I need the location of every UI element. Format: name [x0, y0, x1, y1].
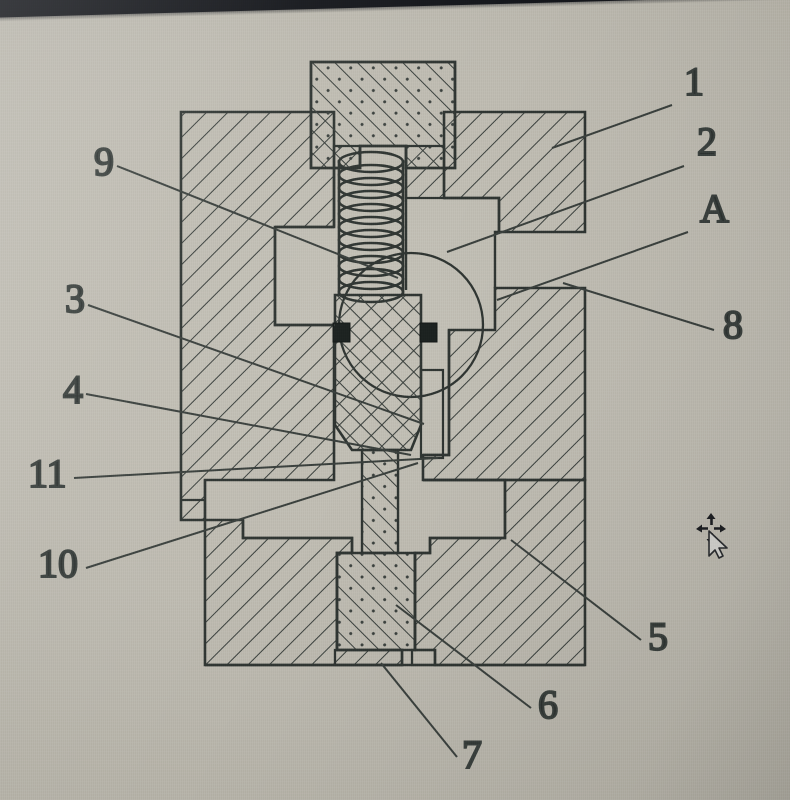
- plug-seal-left: [332, 322, 351, 343]
- valve-plug-core: [333, 293, 423, 452]
- callout-label-6: 6: [538, 682, 558, 727]
- callout-leader-10: [85, 462, 419, 569]
- callout-A: A: [496, 185, 730, 301]
- callout-leader-2: [446, 165, 685, 253]
- callout-leader-8: [562, 282, 715, 331]
- callout-leader-A: [496, 231, 689, 301]
- callout-label-A: A: [700, 186, 729, 231]
- callout-label-1: 1: [684, 59, 704, 104]
- callout-4: 4: [62, 366, 412, 456]
- callout-6: 6: [395, 604, 559, 728]
- callout-label-11: 11: [28, 451, 67, 496]
- callout-label-7: 7: [462, 732, 482, 777]
- lower-piston: [335, 551, 417, 652]
- callout-8: 8: [562, 282, 744, 348]
- internal-outlines: [181, 480, 207, 520]
- callout-2: 2: [446, 118, 718, 253]
- callout-label-8: 8: [723, 302, 743, 347]
- callout-leader-5: [510, 539, 642, 641]
- callout-leader-7: [380, 662, 458, 758]
- callout-label-9: 9: [94, 139, 114, 184]
- callout-group: 1 2A 8 9 3 4 11 10 5 6 7: [27, 58, 744, 778]
- callout-10: 10: [37, 462, 419, 587]
- compression-spring: [337, 150, 405, 304]
- callout-9: 9: [93, 138, 399, 279]
- callout-3: 3: [64, 275, 425, 425]
- callout-1: 1: [551, 58, 705, 149]
- bottom-port: [205, 648, 585, 667]
- callout-label-3: 3: [65, 276, 85, 321]
- callout-leader-4: [85, 393, 412, 456]
- callout-leader-9: [116, 165, 399, 279]
- callout-5: 5: [510, 539, 669, 660]
- callout-label-4: 4: [63, 367, 83, 412]
- body-right-wall-upper: [442, 110, 587, 234]
- callout-7: 7: [380, 662, 483, 778]
- callout-label-5: 5: [648, 614, 668, 659]
- callout-11: 11: [27, 450, 439, 497]
- callout-leader-1: [551, 104, 673, 149]
- callout-leader-3: [87, 304, 425, 425]
- callout-leader-11: [73, 457, 439, 479]
- callout-label-2: 2: [697, 119, 717, 164]
- body-left-wall: [179, 110, 336, 522]
- plug-seal-right: [419, 322, 438, 343]
- stem-rod: [360, 448, 400, 555]
- callout-leader-6: [395, 604, 532, 709]
- callout-label-10: 10: [38, 541, 78, 586]
